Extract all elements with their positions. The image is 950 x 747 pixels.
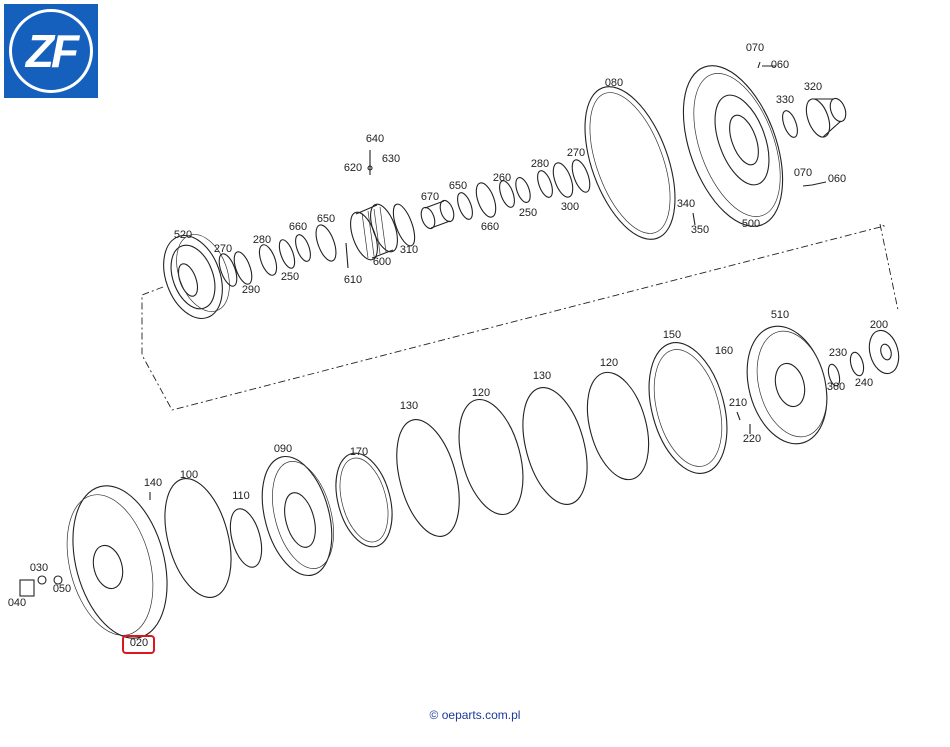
part-label-210: 210	[729, 397, 747, 409]
part-100-oring	[164, 478, 232, 598]
assembly-path-line	[141, 223, 899, 411]
part-label-510: 510	[771, 309, 789, 321]
part-label-110: 110	[232, 490, 250, 502]
highlight-box-020	[122, 635, 155, 654]
part-330-ring	[782, 110, 798, 138]
part-label-270: 270	[214, 243, 232, 255]
part-label-160: 160	[715, 345, 733, 357]
zf-logo-text: ZF	[25, 25, 79, 77]
part-label-310: 310	[400, 244, 418, 256]
part-label-340: 340	[677, 198, 695, 210]
part-label-240: 240	[855, 377, 873, 389]
part-label-330: 330	[776, 94, 794, 106]
part-080-gasket	[584, 86, 676, 240]
part-090-piston	[261, 455, 334, 577]
part-310-ring	[392, 203, 416, 247]
zf-logo-ring: ZF	[9, 9, 93, 93]
part-670-splined-shaft	[420, 199, 455, 230]
part-label-070: 070	[794, 167, 812, 179]
upper-rings-left	[218, 224, 337, 287]
part-label-360: 360	[827, 381, 845, 393]
small-hardware-lower	[19, 411, 751, 597]
part-label-060: 060	[828, 173, 846, 185]
part-label-090: 090	[274, 443, 292, 455]
part-label-030: 030	[30, 562, 48, 574]
part-labels: 070 060 320 330 080 640 630 620 280 270 260 650 070 0…	[8, 42, 888, 649]
part-600-bearing-cage	[350, 203, 398, 261]
part-label-050: 050	[53, 583, 71, 595]
part-label-150: 150	[663, 329, 681, 341]
part-label-520: 520	[174, 229, 192, 241]
part-label-170: 170	[350, 446, 368, 458]
part-label-250: 250	[281, 271, 299, 283]
part-label-280: 280	[531, 158, 549, 170]
small-hardware-upper	[345, 61, 827, 269]
part-label-620: 620	[344, 162, 362, 174]
part-label-230: 230	[829, 347, 847, 359]
part-label-660: 660	[289, 221, 307, 233]
footer-copyright[interactable]: © oeparts.com.pl	[429, 708, 521, 722]
part-020-housing	[66, 485, 168, 639]
lower-right-small-parts	[827, 329, 900, 387]
part-320-flange	[805, 97, 847, 138]
part-label-100: 100	[180, 469, 198, 481]
part-170-plate	[335, 452, 393, 548]
part-label-250: 250	[519, 207, 537, 219]
part-label-130: 130	[533, 370, 551, 382]
part-label-260: 260	[493, 172, 511, 184]
part-label-350: 350	[691, 224, 709, 236]
part-label-500: 500	[742, 218, 760, 230]
part-label-020: 020	[130, 637, 148, 649]
part-label-220: 220	[743, 433, 761, 445]
part-label-320: 320	[804, 81, 822, 93]
part-label-280: 280	[253, 234, 271, 246]
zf-logo: ZF	[4, 4, 98, 98]
part-500-housing	[682, 65, 784, 227]
part-label-120: 120	[600, 357, 618, 369]
upper-rings-middle	[457, 159, 591, 220]
part-520-gear-assembly	[163, 234, 230, 319]
part-110-oring	[229, 508, 263, 568]
part-label-670: 670	[421, 191, 439, 203]
part-label-630: 630	[382, 153, 400, 165]
part-label-290: 290	[242, 284, 260, 296]
part-label-610: 610	[344, 274, 362, 286]
part-510-carrier	[746, 325, 828, 445]
part-label-140: 140	[144, 477, 162, 489]
clutch-plates-stack	[396, 371, 650, 537]
part-label-060: 060	[771, 59, 789, 71]
part-label-080: 080	[605, 77, 623, 89]
part-label-300: 300	[561, 201, 579, 213]
part-label-270: 270	[567, 147, 585, 159]
part-label-040: 040	[8, 597, 26, 609]
part-label-200: 200	[870, 319, 888, 331]
part-label-120: 120	[472, 387, 490, 399]
part-label-130: 130	[400, 400, 418, 412]
part-150-end-plate	[648, 342, 728, 474]
part-label-640: 640	[366, 133, 384, 145]
part-label-650: 650	[449, 180, 467, 192]
part-label-650: 650	[317, 213, 335, 225]
part-label-600: 600	[373, 256, 391, 268]
part-label-660: 660	[481, 221, 499, 233]
part-label-070: 070	[746, 42, 764, 54]
